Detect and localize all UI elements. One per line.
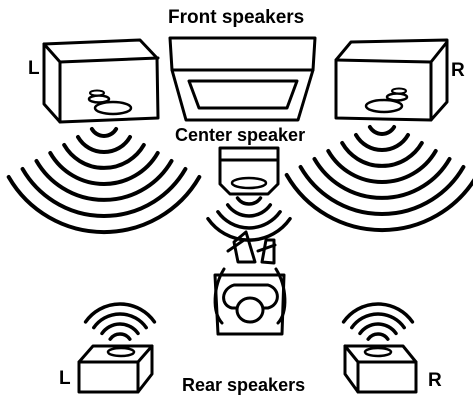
front-speakers-label: Front speakers: [168, 8, 304, 27]
rear-left-speaker: [79, 346, 152, 392]
center-wave-1: [238, 198, 261, 204]
front-right-wave-3: [342, 143, 422, 166]
rear-left-channel-label: L: [59, 369, 71, 388]
rear-left-wave-2: [102, 324, 138, 333]
rear-right-speaker: [345, 346, 416, 392]
rear-left-wave-1: [110, 334, 130, 339]
center-speaker: [220, 148, 278, 194]
front-left-channel-label: L: [28, 59, 40, 78]
rear-right-wave-2: [360, 324, 396, 333]
front-left-speaker: [44, 40, 158, 122]
front-center-speaker: [170, 38, 315, 120]
front-right-wave-2: [356, 135, 408, 150]
center-speaker-label: Center speaker: [175, 126, 305, 144]
rear-right-wave-1: [368, 334, 388, 339]
front-left-wave-2: [78, 137, 130, 152]
front-left-wave-3: [64, 145, 144, 168]
front-right-wave-1: [370, 127, 394, 134]
front-right-channel-label: R: [451, 61, 465, 80]
front-right-speaker: [336, 40, 447, 120]
rear-speakers-label: Rear speakers: [182, 376, 305, 394]
listener-figure: [215, 232, 285, 334]
rear-right-channel-label: R: [428, 371, 442, 390]
front-left-wave-1: [92, 129, 116, 136]
center-wave-3: [218, 212, 280, 228]
center-wave-2: [228, 205, 271, 216]
